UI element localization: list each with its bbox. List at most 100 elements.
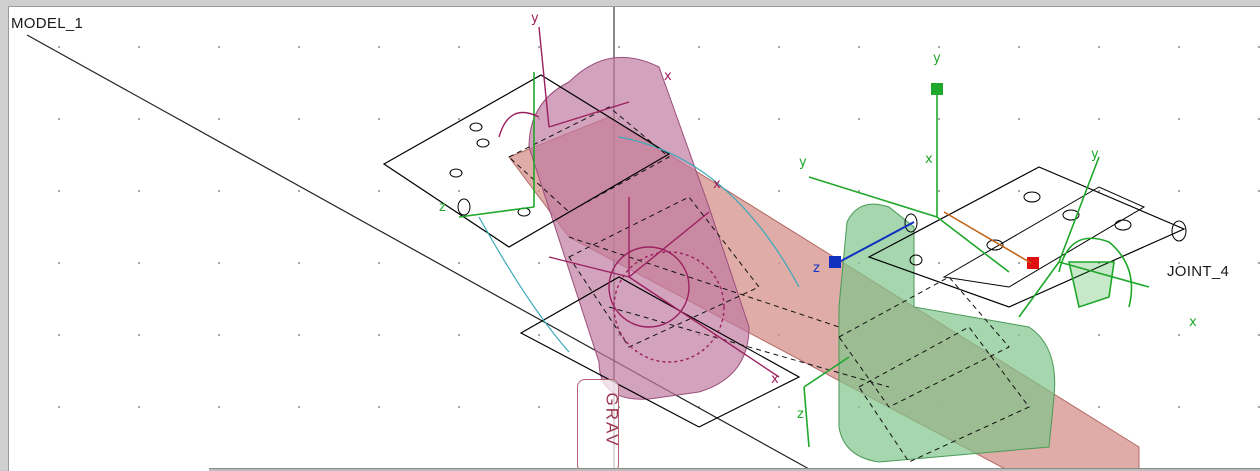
grid-dot <box>458 334 460 336</box>
grid-dot <box>218 262 220 264</box>
grid-dot <box>458 262 460 264</box>
joint-name-label[interactable]: JOINT_4 <box>1167 263 1230 280</box>
grid-dot <box>138 406 140 408</box>
grid-dot <box>698 118 700 120</box>
wireframe-dashed <box>508 106 1030 463</box>
grid-dot <box>58 334 60 336</box>
grid-dot <box>138 334 140 336</box>
axis-label-z: z <box>813 261 820 276</box>
gravity-tag-text: GRAV <box>602 392 622 448</box>
grid-dot <box>298 262 300 264</box>
grid-dot <box>1178 334 1180 336</box>
grid-dot <box>1098 406 1100 408</box>
axis-label-x: x <box>771 372 779 387</box>
grid-dot <box>298 118 300 120</box>
grid-dot <box>858 46 860 48</box>
grid-dot <box>1098 334 1100 336</box>
grid-dot <box>778 46 780 48</box>
grid-dot <box>58 262 60 264</box>
grid-dot <box>1098 46 1100 48</box>
grid-dot <box>1018 118 1020 120</box>
grid-dot <box>938 262 940 264</box>
grid-dot <box>218 118 220 120</box>
grid-dot <box>58 118 60 120</box>
ground-reference-line <box>26 34 810 470</box>
grid-dot <box>218 406 220 408</box>
model-scene[interactable] <box>9 7 1260 471</box>
grid-dot <box>538 262 540 264</box>
grid-dot <box>378 190 380 192</box>
grid-dot <box>1018 262 1020 264</box>
grid-dot <box>298 334 300 336</box>
grid-dot <box>378 406 380 408</box>
axis-label-x: x <box>713 177 721 192</box>
gravity-tag[interactable]: GRAV <box>577 379 622 471</box>
joint-axes-magenta <box>498 26 780 378</box>
grid-dot <box>458 406 460 408</box>
axis-label-y: y <box>531 11 539 26</box>
grid-dot <box>378 262 380 264</box>
marker-blue-square[interactable] <box>829 256 841 268</box>
grid-dot <box>138 190 140 192</box>
grid-dot <box>938 190 940 192</box>
axis-label-x: x <box>925 152 933 167</box>
axis-label-y: y <box>933 51 941 66</box>
grid-dot <box>58 406 60 408</box>
grid-dot <box>1018 46 1020 48</box>
axis-label-x: x <box>664 69 672 84</box>
grid-dot <box>1178 406 1180 408</box>
right-hinge-plate <box>867 166 1186 308</box>
joint-axes-green <box>458 72 1150 448</box>
axis-label-y: y <box>799 155 807 170</box>
grid-dot <box>858 118 860 120</box>
lower-hinge-plate <box>519 276 801 428</box>
motion-path-arc <box>478 216 570 353</box>
grid-dot <box>538 46 540 48</box>
model-name-label: MODEL_1 <box>11 15 84 32</box>
marker-red-square[interactable] <box>1027 257 1039 269</box>
grid-dot <box>1098 118 1100 120</box>
grid-dot <box>1178 118 1180 120</box>
mount-block-part[interactable] <box>838 203 1056 463</box>
grid-dot <box>458 190 460 192</box>
grid-dot <box>298 406 300 408</box>
grid-dot <box>58 190 60 192</box>
axis-label-z: z <box>439 200 446 215</box>
grid-dot <box>138 262 140 264</box>
grid-dot <box>218 190 220 192</box>
grid-dot <box>218 46 220 48</box>
grid-dot <box>778 406 780 408</box>
grid-dot <box>778 118 780 120</box>
grid-dot <box>618 46 620 48</box>
grid-dot <box>1178 190 1180 192</box>
grid-dot <box>538 406 540 408</box>
graphics-viewport[interactable]: y x y x y y x z z z x x MODEL_1 JOINT_4 … <box>8 6 1260 471</box>
grid-dot <box>218 334 220 336</box>
axis-label-y: y <box>1091 147 1099 162</box>
grid-dot <box>1098 190 1100 192</box>
grid-dot <box>458 46 460 48</box>
grid-dot <box>1018 190 1020 192</box>
grid-dot <box>858 190 860 192</box>
grid-dot <box>538 334 540 336</box>
grid-dot <box>458 118 460 120</box>
grid-dot <box>378 46 380 48</box>
grid-dot <box>698 46 700 48</box>
grid-dot <box>378 334 380 336</box>
grid-dot <box>378 118 380 120</box>
grid-dot <box>138 118 140 120</box>
axis-label-x: x <box>1189 315 1197 330</box>
grid-dot <box>938 46 940 48</box>
grid-dot <box>778 190 780 192</box>
axis-label-z: z <box>797 407 804 422</box>
left-hinge-plate <box>382 74 671 248</box>
right-hinge-plate-lower <box>942 186 1146 288</box>
grid-dot <box>1178 46 1180 48</box>
grid-dot <box>138 46 140 48</box>
grid-dot <box>298 46 300 48</box>
crank-part[interactable] <box>528 56 750 400</box>
marker-green-square[interactable] <box>931 83 943 95</box>
grid-dot <box>58 46 60 48</box>
grid-dot <box>1178 262 1180 264</box>
